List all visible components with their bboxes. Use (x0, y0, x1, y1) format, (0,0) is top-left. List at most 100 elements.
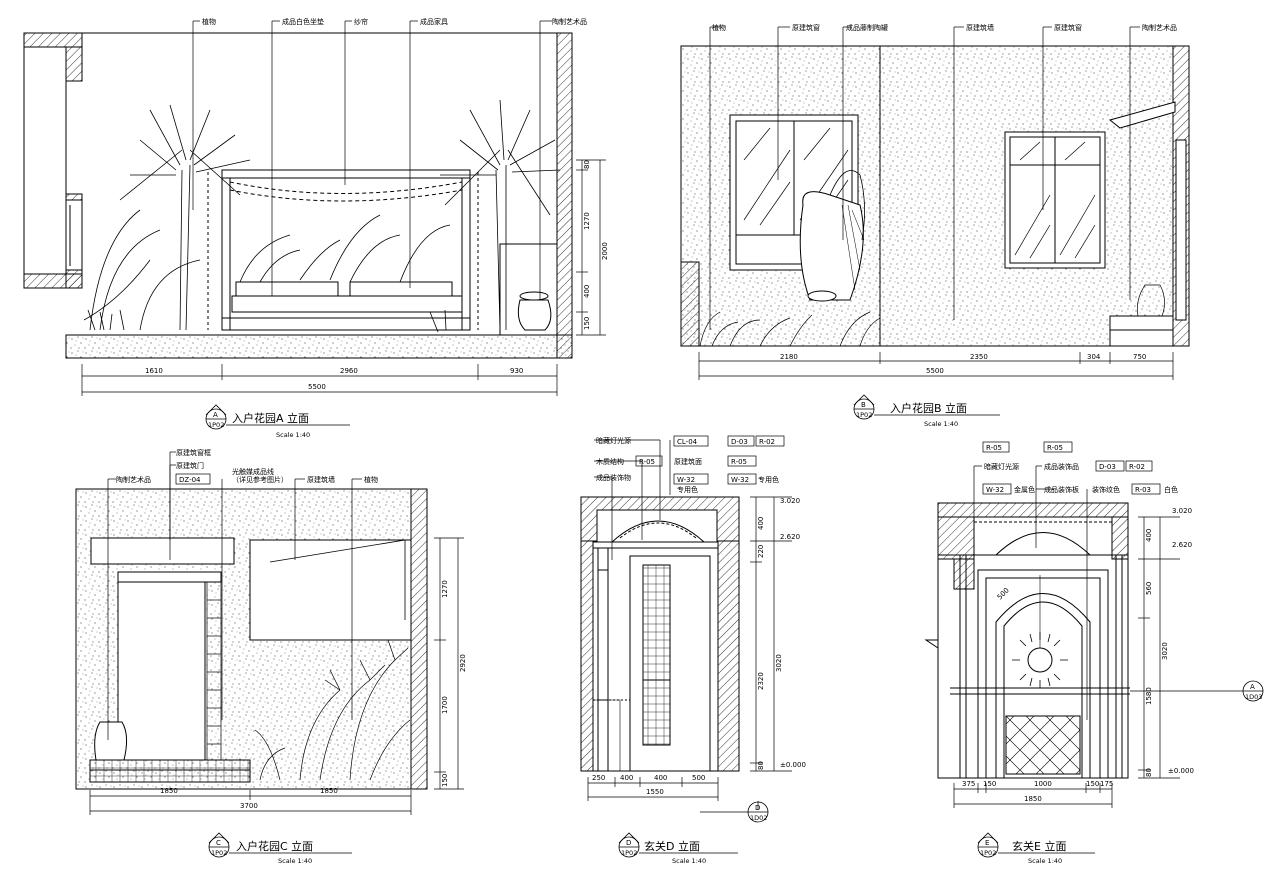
view-d-callout-2: 木质结构 (596, 457, 624, 466)
view-e-dim-h-5: 175 (1100, 780, 1113, 788)
view-c-callout-5: （详见参考图片） (232, 475, 288, 484)
view-d-title: 玄关D 立面 (644, 839, 700, 853)
view-c-scale: Scale 1:40 (278, 857, 312, 865)
view-d-marker-letter: D (626, 839, 631, 847)
view-c-dim-total: 3700 (240, 802, 258, 810)
view-e-section-ref-sheet: 1D03 (1245, 693, 1262, 701)
view-e-arch-dim: 500 (996, 586, 1011, 601)
view-c-dim-v-2: 1700 (441, 696, 449, 714)
view-a-callout-1: 植物 (202, 17, 216, 26)
view-a-title: 入户花园A 立面 (232, 411, 309, 425)
view-d-level-1: 3.020 (780, 497, 800, 505)
view-d-callouts (594, 439, 671, 560)
view-e-callout-5: 装饰纹色 (1092, 485, 1120, 494)
view-e-scale: Scale 1:40 (1028, 857, 1062, 865)
view-c-dim-v-3: 150 (441, 774, 449, 787)
view-a-callouts (192, 20, 552, 300)
view-d-dim-h-2: 400 (620, 774, 633, 782)
view-b-marker-letter: B (861, 401, 866, 409)
view-e-tag-boxes (982, 441, 1161, 495)
view-b-dim-total: 5500 (926, 367, 944, 375)
view-e-level-1: 3.020 (1172, 507, 1192, 515)
view-c-dim-h-1: 1850 (160, 787, 178, 795)
view-c-dimensions (89, 537, 464, 815)
view-a-dim-v-total: 2000 (601, 242, 609, 260)
view-e-dim-h-4: 150 (1086, 780, 1099, 788)
view-e-dim-v-4: 80 (1145, 768, 1153, 777)
view-a-dim-h-1: 1610 (145, 367, 163, 375)
view-a-dim-h-2: 2960 (340, 367, 358, 375)
view-d-marker-sheet: 1P02 (621, 849, 637, 857)
view-a-elevation (23, 32, 573, 359)
view-e-marker-letter: E (985, 839, 989, 847)
view-e-callout-4: 成品装饰板 (1044, 485, 1079, 494)
view-c-dim-v-1: 1270 (441, 580, 449, 598)
view-d-tag-7: W-32 (731, 476, 749, 484)
view-a-dim-v-1: 80 (583, 160, 591, 169)
view-e-tag-6: R-03 (1135, 486, 1151, 494)
view-d-tag-boxes (635, 435, 785, 485)
view-d-dim-h-1: 250 (592, 774, 605, 782)
view-b-callout-2: 原建筑窗 (792, 23, 820, 32)
view-d-tag-3: R-02 (759, 438, 775, 446)
view-d-dim-h-4: 500 (692, 774, 705, 782)
view-a-dim-h-3: 930 (510, 367, 523, 375)
view-d-dim-h-3: 400 (654, 774, 667, 782)
view-c-door-tag: DZ-04 (179, 476, 201, 484)
view-c-dim-v-total: 2920 (459, 654, 467, 672)
view-a-dim-total: 5500 (308, 383, 326, 391)
view-b-dim-h-4: 750 (1133, 353, 1146, 361)
view-d-title-marker (618, 832, 738, 858)
view-e-callout-6: 白色 (1164, 485, 1178, 494)
view-e-tag-5: W-32 (986, 486, 1004, 494)
view-d-section-ref-letter: D (755, 804, 760, 812)
view-d-tag-5: R-05 (731, 458, 747, 466)
view-a-title-marker (205, 404, 350, 430)
view-b-dimensions (698, 352, 1174, 380)
view-e-callouts (973, 465, 1088, 720)
view-d-tag-4: R-05 (639, 458, 655, 466)
view-e-callout-3: 金属色 (1014, 485, 1035, 494)
view-e-tag-1: R-05 (986, 444, 1002, 452)
view-d-dim-v-1: 400 (757, 517, 765, 530)
view-d-scale: Scale 1:40 (672, 857, 706, 865)
view-b-title-marker (853, 394, 1000, 420)
view-d-elevation (580, 496, 740, 772)
view-d-dimensions (587, 496, 792, 810)
view-b-callout-5: 原建筑窗 (1054, 23, 1082, 32)
view-e-dim-h-1: 375 (962, 780, 975, 788)
view-d-dim-v-2: 220 (757, 545, 765, 558)
view-d-level-2: 2.620 (780, 533, 800, 541)
view-a-marker-letter: A (213, 411, 218, 419)
view-e-dim-v-2: 560 (1145, 582, 1153, 595)
view-e-level-3: ±0.000 (1168, 767, 1194, 775)
view-d-dim-v-4: 80 (757, 761, 765, 770)
view-d-tag-6: W-32 (677, 476, 695, 484)
view-c-callouts (107, 451, 362, 740)
view-a-callout-2: 成品白色坐垫 (282, 17, 324, 26)
view-b-callout-4: 原建筑墙 (966, 23, 994, 32)
view-c-callout-2: 原建筑门 (176, 461, 204, 470)
view-d-section-ref (700, 801, 769, 823)
view-d-dim-v-3: 2320 (757, 672, 765, 690)
view-d-tag-1: CL-04 (677, 438, 698, 446)
view-b-scale: Scale 1:40 (924, 420, 958, 428)
view-d-dim-v-total: 3020 (775, 654, 783, 672)
view-c-callout-1: 原建筑窗框 (176, 448, 211, 457)
view-d-note-2: 专用色 (677, 485, 698, 494)
view-b-marker-sheet: 1P02 (856, 411, 872, 419)
view-e-dim-h-2: 150 (983, 780, 996, 788)
view-e-dimensions (953, 516, 1243, 808)
view-c-elevation (75, 488, 428, 790)
view-b-callouts (709, 26, 1140, 330)
view-e-callout-1: 暗藏灯光源 (984, 462, 1019, 471)
view-d-section-ref-sheet: 1D02 (750, 814, 767, 822)
view-e-section-ref-letter: A (1250, 683, 1255, 691)
view-b-dim-h-1: 2180 (780, 353, 798, 361)
view-e-tag-3: D-03 (1099, 463, 1116, 471)
view-c-door-tag-box (175, 473, 211, 485)
view-d-callout-3: 成品装饰物 (596, 473, 631, 482)
view-c-callout-7: 植物 (364, 475, 378, 484)
view-e-dim-v-1: 400 (1145, 529, 1153, 542)
